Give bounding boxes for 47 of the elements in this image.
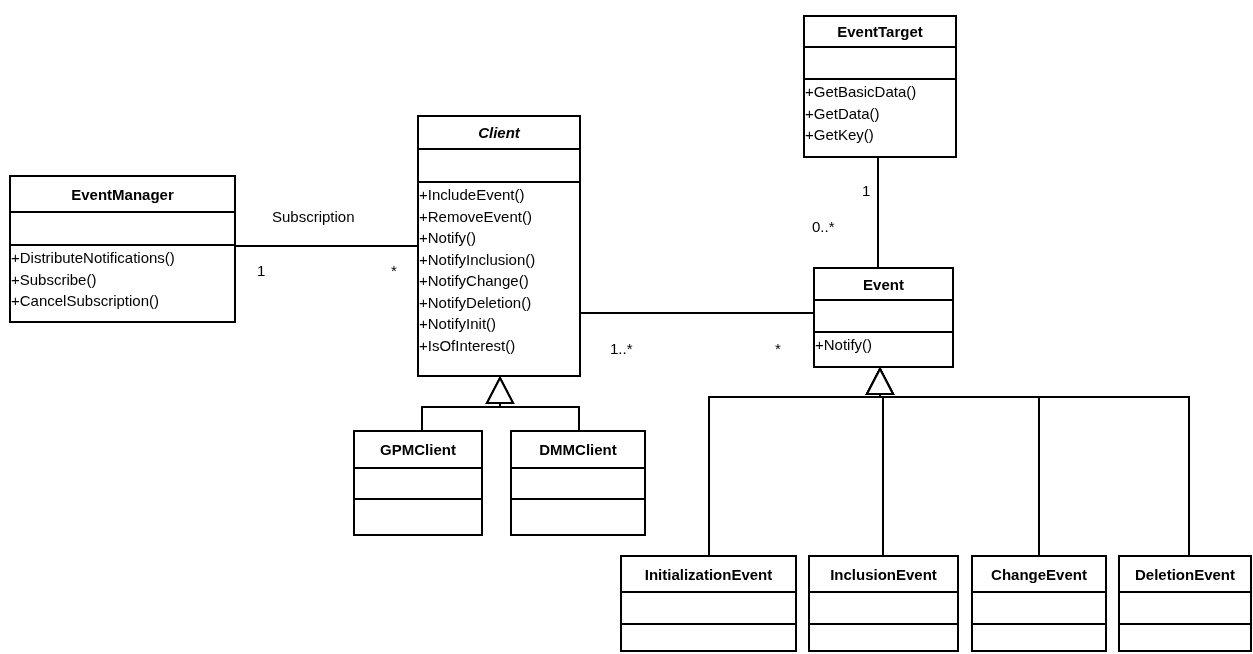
method-name: +Subscribe() <box>11 269 97 290</box>
class-name: ChangeEvent <box>991 565 1087 583</box>
class-name: InitializationEvent <box>644 565 773 583</box>
method-name: +DistributeNotifications() <box>11 248 175 268</box>
multiplicity-label: 1 <box>257 262 266 279</box>
method-name: +GetData() <box>805 103 880 124</box>
multiplicity-label: 0..* <box>812 218 835 235</box>
class-box <box>813 267 954 368</box>
multiplicity-label: 1..* <box>610 340 633 357</box>
class-box <box>510 430 646 536</box>
class-box <box>803 15 957 158</box>
edge-label: Subscription <box>272 208 355 225</box>
class-box <box>353 430 483 536</box>
method-name: +GetBasicData() <box>805 82 917 102</box>
multiplicity-label: * <box>775 340 781 357</box>
class-box <box>417 115 581 377</box>
class-name: GPMClient <box>380 441 456 458</box>
method-name: +CancelSubscription() <box>11 291 159 311</box>
class-name: Client <box>478 124 520 141</box>
multiplicity-label: 1 <box>862 182 871 199</box>
association-line <box>235 245 418 247</box>
class-name: EventTarget <box>837 23 923 40</box>
class-box <box>808 555 959 652</box>
class-box <box>620 555 797 652</box>
association-line <box>877 157 879 268</box>
association-line <box>580 312 814 314</box>
class-name: DeletionEvent <box>1135 565 1235 583</box>
method-name: +RemoveEvent() <box>419 206 532 227</box>
method-name: +IsOfInterest() <box>419 335 516 356</box>
multiplicity-label: * <box>391 262 397 279</box>
method-name: +Notify() <box>419 228 477 248</box>
method-name: +NotifyChange() <box>419 271 529 291</box>
class-name: DMMClient <box>539 441 617 458</box>
class-box <box>1118 555 1252 652</box>
class-box <box>971 555 1107 652</box>
method-name: +NotifyInit() <box>419 314 497 334</box>
method-name: +Notify() <box>815 335 873 355</box>
class-name: EventManager <box>71 185 174 203</box>
method-name: +NotifyInclusion() <box>419 249 536 270</box>
method-name: +NotifyDeletion() <box>419 292 532 313</box>
generalization-arrow <box>866 368 1190 556</box>
class-name: InclusionEvent <box>830 565 937 583</box>
method-name: +GetKey() <box>805 125 874 145</box>
generalization-arrow <box>486 377 580 431</box>
method-name: +IncludeEvent() <box>419 185 525 205</box>
class-box <box>9 175 236 323</box>
class-name: Event <box>863 275 904 293</box>
